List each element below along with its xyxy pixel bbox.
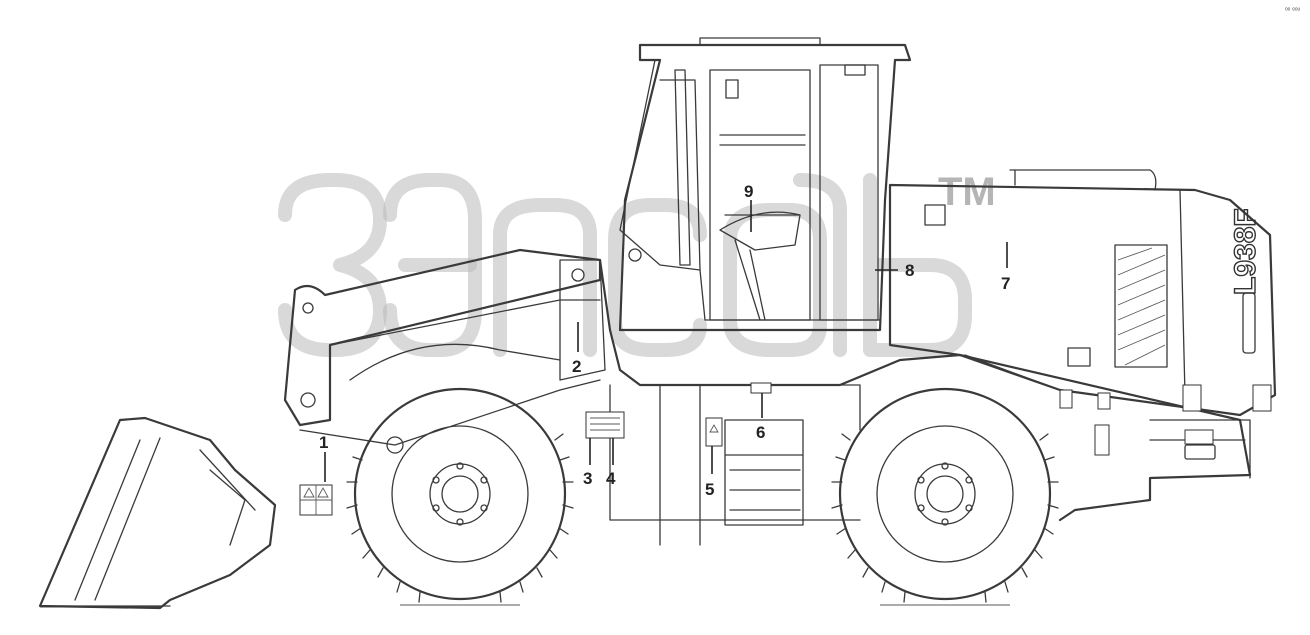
decal-hood-2	[1252, 384, 1272, 412]
callout-7: 7	[1001, 274, 1010, 293]
callout-9: 9	[744, 182, 753, 201]
corner-mark: ᵒᵒ ᵉᵒᵘ	[1285, 7, 1300, 14]
decal-6	[750, 382, 772, 394]
decal-hood-1	[1182, 384, 1202, 412]
callout-4: 4	[606, 469, 616, 488]
cab	[618, 37, 912, 332]
callout-5: 5	[705, 480, 714, 499]
rear-wheel	[831, 387, 1059, 603]
front-wheel	[346, 387, 574, 603]
bucket	[38, 416, 277, 610]
callouts: 1 2 3 4 5 6 7 8 9	[319, 182, 1010, 499]
decal-hood-3	[1059, 389, 1073, 409]
callout-8: 8	[905, 261, 914, 280]
watermark-tm: TM	[938, 170, 996, 214]
callout-1: 1	[319, 433, 328, 452]
ground-line	[40, 604, 1010, 608]
callout-3: 3	[583, 469, 592, 488]
decal-hood-4	[1097, 392, 1111, 410]
decals	[299, 382, 1272, 516]
lift-arm	[283, 248, 606, 454]
decal-3-4	[585, 411, 625, 439]
callout-2: 2	[572, 357, 581, 376]
callout-6: 6	[756, 423, 765, 442]
decal-rear-1	[1094, 424, 1110, 456]
decal-rear-2	[1184, 429, 1214, 445]
model-label: L938F	[1229, 208, 1262, 295]
engine-hood: L938F	[888, 169, 1277, 417]
